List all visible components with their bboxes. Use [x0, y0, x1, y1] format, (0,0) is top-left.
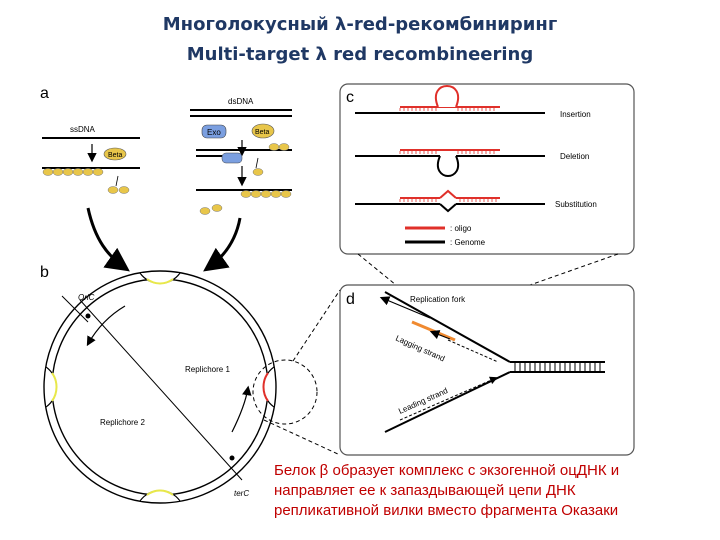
deletion-row [355, 149, 545, 178]
caption: Белок β образует комплекс с экзогенной о… [274, 461, 720, 521]
ssdna-label: ssDNA [70, 125, 96, 134]
chromosome-outer [43, 270, 277, 504]
deletion-label: Deletion [560, 152, 589, 161]
panel-c: c Insertion Deletion Substit [339, 83, 635, 286]
panel-b: b OriC terC Replichore 1 Replichore 2 [40, 264, 341, 504]
beta-label-a1: Beta [108, 152, 123, 159]
substitution-row [355, 189, 545, 213]
beta-beads-ssdna [42, 168, 104, 176]
substitution-label: Substitution [555, 200, 597, 209]
beta-protein-icon [251, 123, 275, 139]
fork-direction-arrow [379, 296, 431, 319]
insertion-row [355, 84, 545, 114]
oric-label: OriC [78, 293, 95, 302]
exo-label: Exo [207, 128, 221, 137]
beta-free-bead [107, 186, 119, 194]
lagging-strand-dashed [447, 339, 499, 363]
duplex-base-pairs [514, 362, 601, 372]
direction-arrow-right [231, 385, 252, 433]
beta-beads-dsdna [240, 190, 292, 198]
oric-dot [85, 313, 91, 319]
zoom-connector-bottom [263, 419, 341, 456]
beta-protein-icon [103, 147, 127, 161]
beta-free-bead [118, 186, 130, 194]
replichore1-label: Replichore 1 [185, 365, 230, 374]
oric-terc-axis [79, 299, 243, 481]
beta-free-bead [199, 207, 211, 215]
beta-label-a2: Beta [255, 129, 270, 136]
panel-a-letter: a [40, 85, 49, 102]
beta-free-bead [211, 204, 223, 212]
insertion-label: Insertion [560, 110, 591, 119]
lagging-direction-arrow [429, 330, 451, 340]
beta-bead [252, 168, 264, 176]
panel-d: d Replication fork Lagging strand Leadin… [339, 284, 635, 456]
oric-pointer [61, 295, 89, 323]
parental-strand-top [384, 291, 511, 363]
caption-line-1: Белок β образует комплекс с экзогенной о… [274, 462, 620, 479]
replichore2-label: Replichore 2 [100, 418, 145, 427]
ssdna-release-arrow [115, 175, 119, 187]
legend-genome-label: : Genome [450, 238, 486, 247]
caption-line-3: репликативной вилки вместо фрагмента Ока… [274, 502, 619, 519]
zoom-circle [252, 359, 318, 425]
panel-d-frame [339, 284, 635, 456]
dsdna-label: dsDNA [228, 97, 254, 106]
leading-strand-dashed [399, 376, 498, 421]
panel-d-letter: d [346, 291, 355, 308]
curved-arrow-left [86, 207, 130, 272]
curved-arrow-right [203, 217, 242, 272]
terc-label: terC [234, 489, 249, 498]
beta-bead [268, 143, 280, 151]
exo-bound-icon [221, 152, 243, 164]
panel-c-frame [339, 83, 635, 255]
fork-right [262, 366, 275, 408]
title-english: Multi-target λ red recombineering [186, 44, 534, 65]
fork-left [45, 366, 58, 408]
chromosome-inner [51, 278, 269, 496]
c-d-connector-left [357, 253, 397, 286]
direction-arrow-left [86, 305, 126, 347]
exo-protein-icon [201, 124, 227, 139]
zoom-connector-top [292, 289, 341, 362]
fork-top [139, 272, 181, 285]
title-russian: Многолокусный λ-red-рекомбиниринг [162, 14, 558, 35]
terc-dot [229, 455, 235, 461]
release-arrow [255, 157, 259, 169]
caption-line-2: направляет ее к запаздывающей цепи ДНК [274, 482, 576, 499]
panel-b-letter: b [40, 264, 49, 281]
legend-oligo-label: : oligo [450, 224, 472, 233]
panel-a: a ssDNA Beta dsDNA Exo Beta [40, 85, 292, 272]
beta-bead [278, 143, 290, 151]
c-d-connector-right [529, 253, 619, 286]
panel-c-letter: c [346, 89, 354, 106]
replication-fork-label: Replication fork [410, 295, 466, 304]
fork-bottom [139, 489, 181, 502]
